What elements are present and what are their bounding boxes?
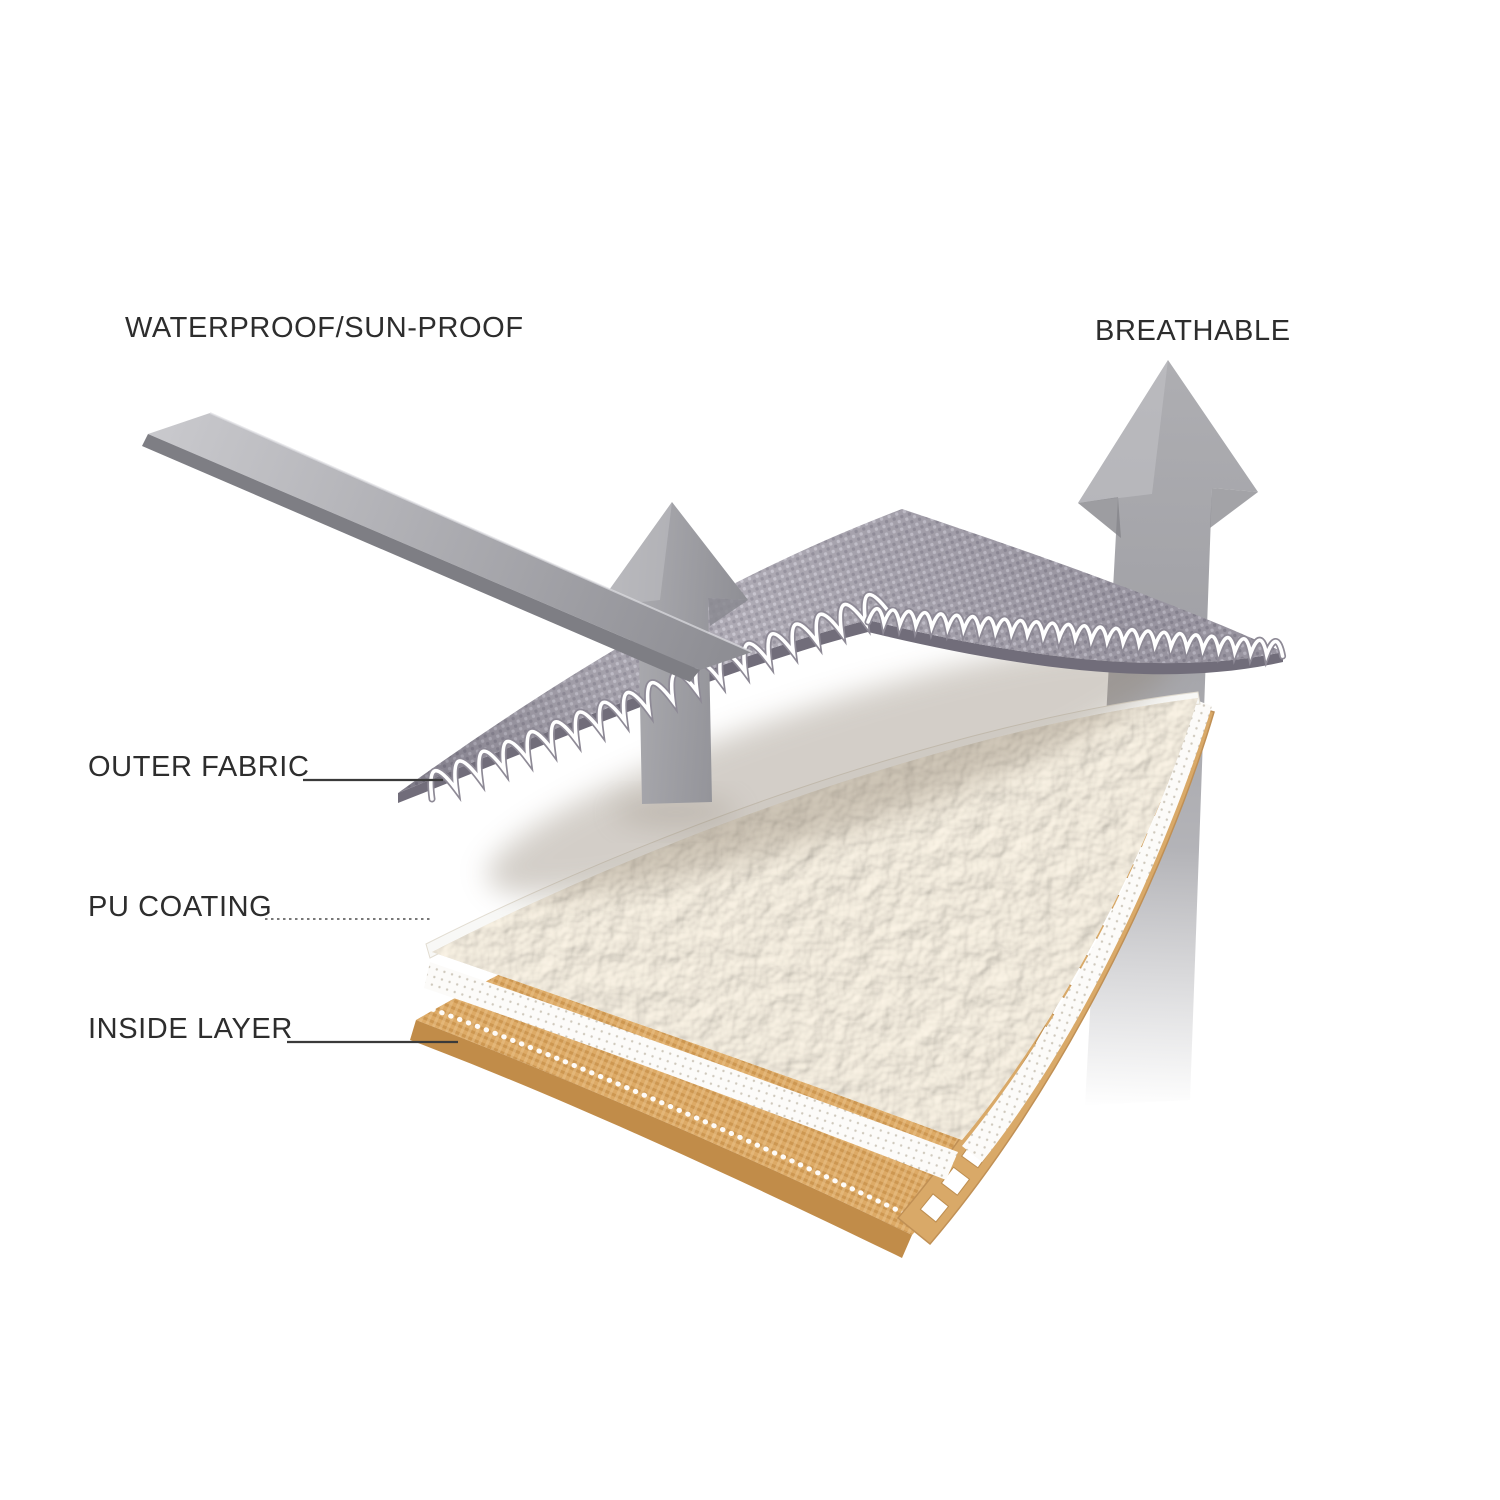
pu-coating-fleece-texture <box>432 698 1198 1140</box>
edge-tape-hole <box>919 1193 950 1223</box>
outer-fabric-layer <box>398 509 1283 803</box>
outer-fabric-yarn-edge-right <box>864 605 1287 668</box>
outer-fabric-cast-shadow <box>487 641 1173 895</box>
breathable-arrow-fold-left <box>1078 497 1121 538</box>
breathable-arrow-highlight <box>1078 360 1168 503</box>
breathable-arrow-fold-right <box>1210 488 1258 528</box>
outer-fabric-underside <box>398 620 1283 803</box>
label-outer-fabric: OUTER FABRIC <box>88 751 310 783</box>
waterproof-arrow <box>142 412 753 682</box>
vapor-arrow-highlight <box>597 502 672 607</box>
waterproof-arrow-top-face <box>148 413 752 670</box>
mesh-underlay-front-strip <box>424 962 958 1180</box>
label-waterproof: WATERPROOF/SUN-PROOF <box>125 312 524 344</box>
outer-fabric-yarn-edge-left <box>427 591 894 803</box>
label-pu-coating: PU COATING <box>88 891 272 923</box>
outer-fabric-shading <box>398 509 1283 793</box>
waterproof-arrow-bottom-face <box>142 434 700 682</box>
pu-coating-layer <box>425 641 1201 1140</box>
inside-layer-thickness <box>410 1020 912 1258</box>
vapor-arrow-cast-shadow <box>614 798 738 826</box>
label-inside-layer: INSIDE LAYER <box>88 1013 293 1045</box>
vapor-arrow-fold-right <box>708 598 748 626</box>
label-breathable: BREATHABLE <box>1095 315 1291 347</box>
inside-layer-perforation-dots <box>421 1003 921 1223</box>
waterproof-arrow-edge-highlight <box>209 412 753 653</box>
mesh-underlay-right-strip <box>962 700 1212 1162</box>
